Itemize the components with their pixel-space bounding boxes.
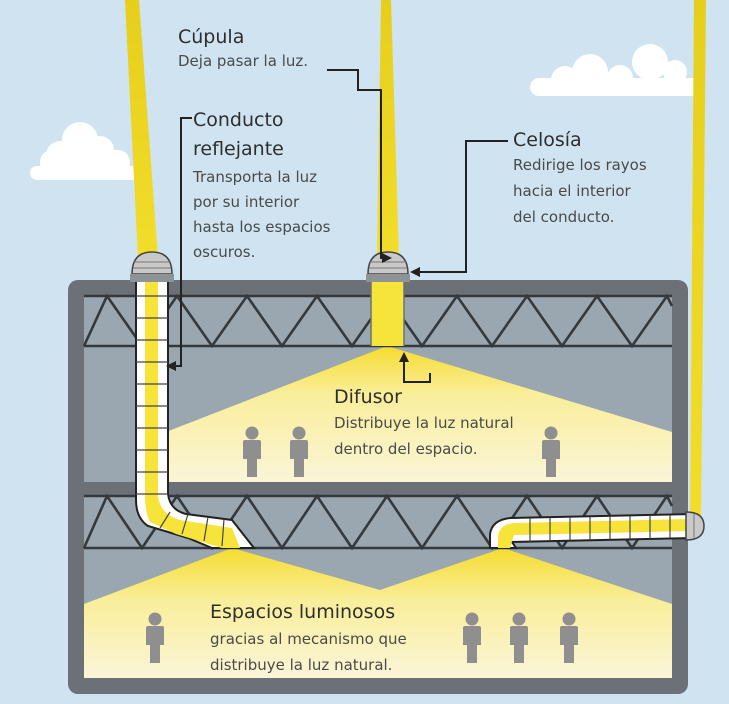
conducto-desc-1: Transporta la luz [193, 168, 318, 186]
reflective-duct-right [489, 512, 695, 549]
cloud-icon [530, 44, 700, 96]
lower-truss [82, 493, 674, 551]
dome-icon [130, 251, 174, 282]
dome-icon [366, 251, 410, 282]
difusor-desc-2: dentro del espacio. [334, 440, 478, 458]
conducto-title-1: Conducto [193, 109, 284, 131]
floor-slab [84, 482, 672, 496]
conducto-desc-2: por su interior [193, 193, 300, 211]
espacios-desc-2: distribuye la luz natural. [210, 656, 393, 674]
celosia-desc-3: del conducto. [513, 208, 615, 226]
dome-icon [685, 511, 705, 541]
celosia-title: Celosía [513, 129, 582, 151]
difusor-desc-1: Distribuye la luz natural [334, 414, 514, 432]
celosia-desc-1: Redirige los rayos [513, 156, 647, 174]
arrow-icon [166, 69, 508, 383]
espacios-title: Espacios luminosos [210, 601, 396, 623]
conducto-desc-3: hasta los espacios [193, 218, 331, 236]
cupula-desc: Deja pasar la luz. [178, 52, 309, 70]
cloud-icon [30, 122, 140, 180]
celosia-desc-2: hacia el interior [513, 182, 631, 200]
cupula-title: Cúpula [178, 26, 245, 48]
reflective-duct-left [135, 269, 257, 549]
difusor-title: Difusor [334, 386, 402, 408]
reflective-duct-center [370, 270, 405, 346]
espacios-desc-1: gracias al mecanismo que [210, 630, 407, 648]
conducto-title-2: reflejante [193, 138, 284, 160]
conducto-desc-4: oscuros. [193, 243, 256, 261]
sunbeam [125, 0, 706, 520]
lower-light-cone [84, 548, 672, 678]
